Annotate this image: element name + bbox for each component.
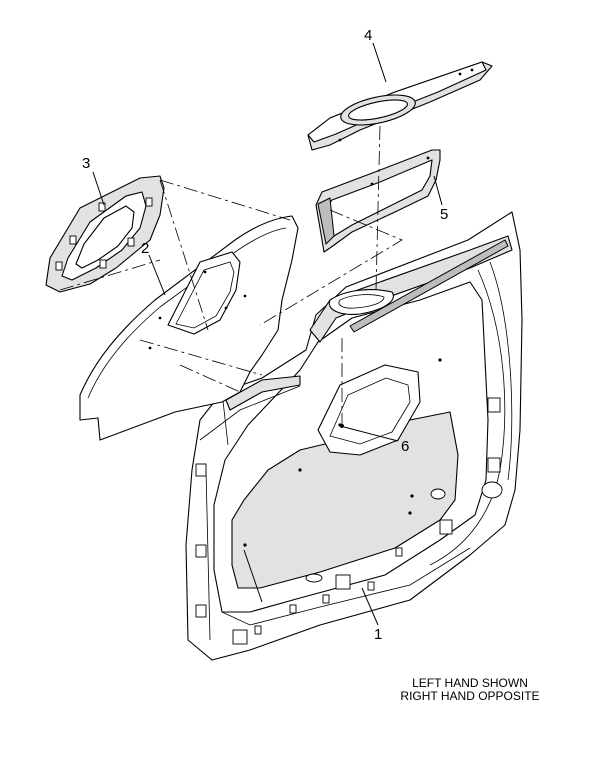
upper-trim-pad [307, 61, 493, 151]
alignment-lines [59, 125, 403, 425]
callout-1: 1 [374, 626, 382, 643]
water-shield [79, 215, 299, 441]
callout-2: 2 [141, 240, 149, 257]
orientation-note: LEFT HAND SHOWN RIGHT HAND OPPOSITE [370, 677, 570, 703]
callout-4: 4 [364, 27, 372, 44]
door-trim-panel [185, 211, 523, 661]
note-line-1: LEFT HAND SHOWN [412, 676, 528, 690]
callout-6: 6 [401, 438, 409, 455]
callout-3: 3 [82, 155, 90, 172]
bezel-trim [45, 175, 165, 293]
callouts: 4 5 3 2 6 1 [82, 27, 448, 643]
callout-5: 5 [440, 206, 448, 223]
note-line-2: RIGHT HAND OPPOSITE [400, 689, 540, 703]
